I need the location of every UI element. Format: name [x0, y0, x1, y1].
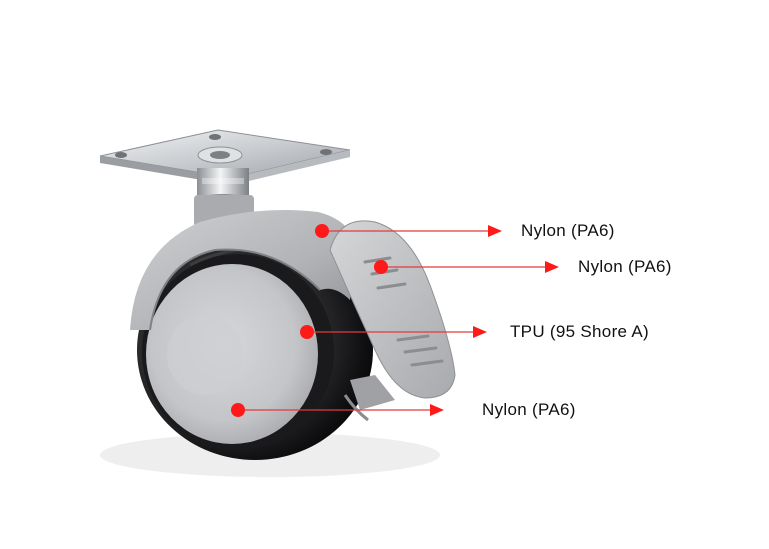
callout-1 [315, 224, 502, 238]
marker-dot [231, 403, 245, 417]
marker-dot [300, 325, 314, 339]
fork-housing [130, 209, 355, 331]
callout-2 [374, 260, 559, 274]
wheel [137, 240, 373, 460]
callout-label-1: Nylon (PA6) [521, 221, 615, 240]
callout-label-3: TPU (95 Shore A) [510, 322, 649, 341]
marker-dot [315, 224, 329, 238]
callout-4 [231, 403, 444, 417]
marker-dot [374, 260, 388, 274]
callout-3 [300, 325, 487, 339]
callout-label-4: Nylon (PA6) [482, 400, 576, 419]
callout-label-2: Nylon (PA6) [578, 257, 672, 276]
